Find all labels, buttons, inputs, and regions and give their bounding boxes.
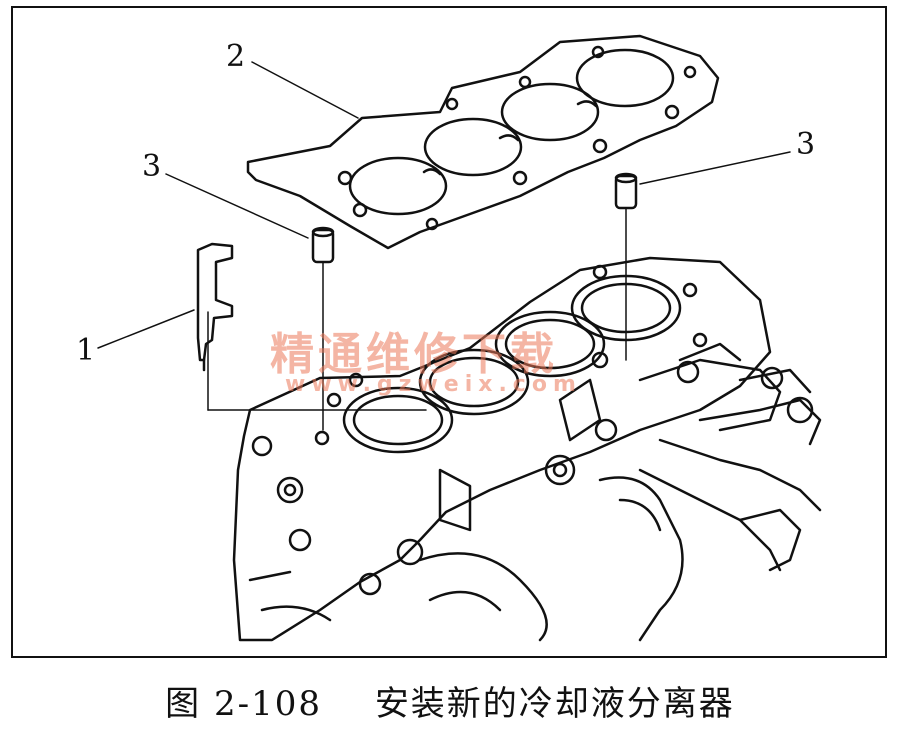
figure-number: 图 2-108 — [165, 684, 322, 724]
callout-3-left: 3 — [142, 149, 162, 184]
callout-3-right: 3 — [796, 127, 816, 162]
watermark-url: www.gzweix.com — [285, 372, 582, 397]
callout-1: 1 — [76, 333, 96, 368]
coolant-pipes — [638, 342, 822, 572]
cylinder-block — [232, 256, 772, 642]
dowel-pin-left — [311, 226, 335, 431]
callout-2: 2 — [226, 39, 246, 74]
head-gasket — [246, 34, 720, 250]
figure-frame — [11, 6, 887, 658]
watermark-text: 精通维修下载 — [270, 329, 558, 380]
figure-caption: 图 2-108 安装新的冷却液分离器 — [0, 676, 900, 725]
figure-title: 安装新的冷却液分离器 — [374, 684, 735, 724]
coolant-separator — [196, 242, 427, 411]
